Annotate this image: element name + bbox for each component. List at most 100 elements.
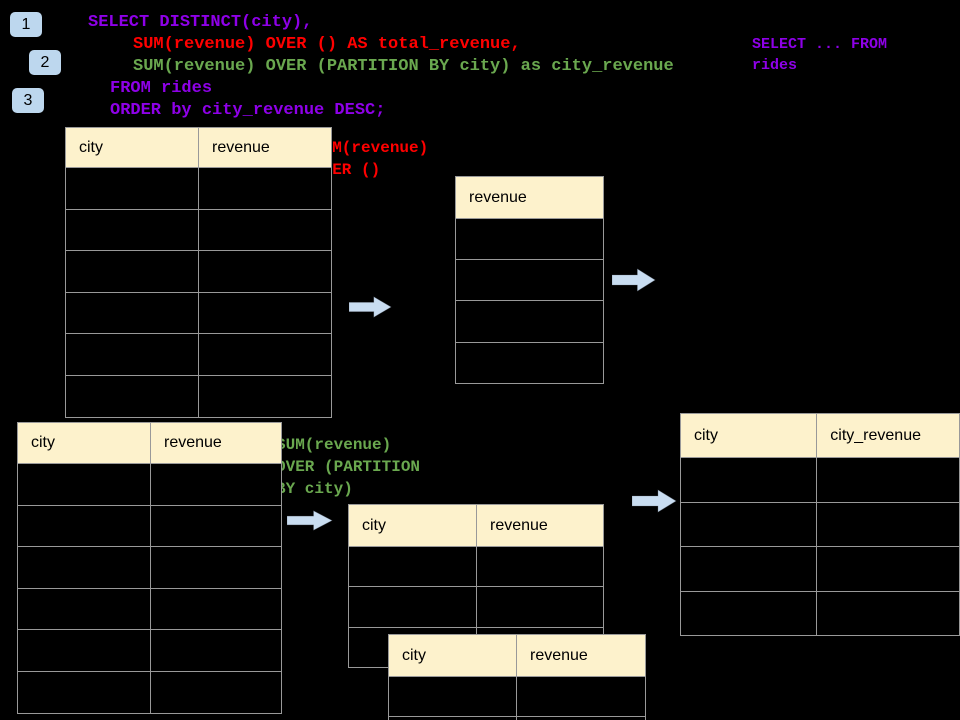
table-row bbox=[455, 341, 604, 384]
empty-cell bbox=[455, 341, 604, 384]
code-line: OVER (PARTITION bbox=[276, 458, 421, 476]
empty-cell bbox=[455, 300, 604, 343]
empty-cell bbox=[388, 716, 517, 720]
partition-annotation: SUM(revenue) OVER (PARTITION BY city) bbox=[276, 434, 420, 500]
table-row bbox=[388, 716, 646, 720]
empty-cell bbox=[198, 250, 332, 293]
empty-cell bbox=[348, 545, 477, 588]
table-row bbox=[65, 374, 332, 418]
empty-cell bbox=[150, 463, 282, 506]
header-row: revenue bbox=[455, 176, 604, 219]
column-header: revenue bbox=[476, 504, 604, 547]
empty-cell bbox=[388, 676, 517, 717]
empty-cell bbox=[816, 546, 960, 592]
step-badge-2: 2 bbox=[29, 50, 61, 75]
table-row bbox=[679, 501, 960, 547]
empty-cell bbox=[476, 586, 604, 628]
table-row bbox=[348, 545, 604, 588]
empty-cell bbox=[65, 208, 199, 252]
empty-cell bbox=[198, 167, 332, 210]
flow-arrow-icon bbox=[612, 268, 656, 292]
code-line: FROM rides bbox=[110, 79, 213, 98]
right-block-arrow-icon bbox=[349, 296, 392, 318]
empty-cell bbox=[198, 333, 332, 376]
flow-arrow-icon bbox=[349, 296, 392, 318]
empty-cell bbox=[816, 590, 960, 636]
empty-cell bbox=[816, 501, 960, 547]
column-header: revenue bbox=[455, 176, 604, 219]
empty-cell bbox=[17, 629, 151, 672]
empty-cell bbox=[679, 501, 818, 547]
empty-cell bbox=[516, 716, 646, 720]
table-row bbox=[679, 457, 960, 503]
table-row bbox=[455, 217, 604, 261]
empty-cell bbox=[455, 259, 604, 302]
code-line: SELECT DISTINCT(city), bbox=[88, 13, 313, 32]
empty-cell bbox=[65, 333, 199, 376]
code-line: BY city) bbox=[276, 480, 353, 498]
empty-cell bbox=[679, 457, 818, 503]
column-header: city bbox=[679, 413, 818, 458]
table-row bbox=[65, 167, 332, 210]
column-header: city bbox=[388, 634, 517, 677]
column-header: city bbox=[348, 504, 477, 547]
empty-cell bbox=[17, 504, 151, 548]
empty-cell bbox=[516, 676, 646, 717]
table-row bbox=[348, 586, 604, 628]
empty-cell bbox=[150, 670, 282, 714]
table-row bbox=[679, 546, 960, 592]
right-block-arrow-icon bbox=[287, 510, 333, 531]
table-row bbox=[17, 629, 282, 672]
table-row bbox=[455, 300, 604, 343]
empty-cell bbox=[17, 670, 151, 714]
empty-cell bbox=[150, 587, 282, 631]
column-header: city bbox=[65, 127, 199, 168]
table-revenue-only: revenue bbox=[455, 176, 604, 384]
code-line: SUM(revenue) bbox=[276, 436, 392, 454]
empty-cell bbox=[150, 629, 282, 672]
empty-cell bbox=[816, 457, 960, 503]
empty-cell bbox=[17, 463, 151, 506]
flow-arrow-icon bbox=[632, 489, 677, 513]
column-header: city bbox=[17, 422, 151, 464]
empty-cell bbox=[17, 587, 151, 631]
code-line: SUM(revenue) bbox=[313, 139, 429, 157]
code-line: SUM(revenue) OVER (PARTITION BY city) as… bbox=[133, 57, 674, 76]
table-row bbox=[65, 250, 332, 293]
empty-cell bbox=[476, 545, 604, 588]
table-row bbox=[455, 259, 604, 302]
code-line: SUM(revenue) OVER () AS total_revenue, bbox=[133, 35, 521, 54]
table-row bbox=[17, 463, 282, 506]
empty-cell bbox=[348, 586, 477, 628]
empty-cell bbox=[65, 167, 199, 210]
table-row bbox=[17, 587, 282, 631]
code-line: ORDER by city_revenue DESC; bbox=[110, 101, 386, 120]
table-row bbox=[65, 291, 332, 335]
right-block-arrow-icon bbox=[632, 489, 677, 513]
empty-cell bbox=[65, 374, 199, 418]
empty-cell bbox=[455, 217, 604, 261]
empty-cell bbox=[150, 546, 282, 589]
empty-cell bbox=[65, 250, 199, 293]
table-row bbox=[679, 590, 960, 636]
empty-cell bbox=[198, 374, 332, 418]
table-row bbox=[65, 333, 332, 376]
column-header: revenue bbox=[150, 422, 282, 464]
table-row bbox=[388, 676, 646, 717]
table-row bbox=[65, 208, 332, 252]
code-line: rides bbox=[752, 57, 798, 74]
empty-cell bbox=[150, 504, 282, 548]
table-row bbox=[17, 504, 282, 548]
flow-arrow-icon bbox=[287, 510, 333, 531]
